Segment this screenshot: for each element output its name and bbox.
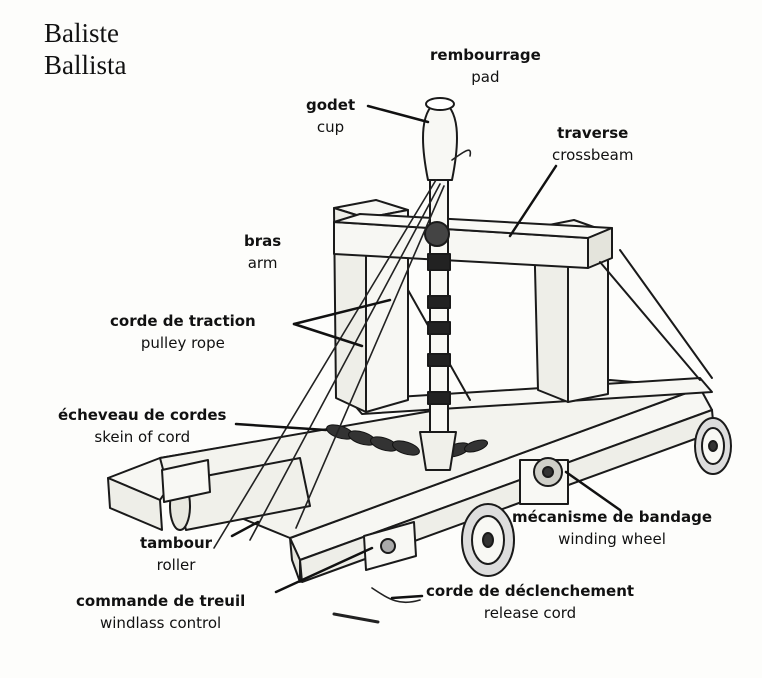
release-cord-line [332,587,421,624]
label-winding-wheel-fr: mécanisme de bandage [512,508,713,526]
label-pulley-rope-en: pulley rope [140,334,225,352]
label-windlass: commande de treuil windlass control [76,592,245,632]
title-french: Baliste [44,18,119,48]
label-release-cord: corde de déclenchement release cord [426,582,634,622]
label-crossbeam: traverse crossbeam [552,124,633,164]
pulley-ropes [213,149,472,549]
label-pad-en: pad [471,68,500,86]
label-winding-wheel-en: winding wheel [558,530,666,548]
label-skein: écheveau de cordes skein of cord [58,406,226,446]
label-windlass-en: windlass control [100,614,222,632]
label-windlass-fr: commande de treuil [76,592,246,610]
winding-mechanism [519,457,569,505]
label-roller-fr: tambour [140,534,213,552]
label-pulley-rope: corde de traction pulley rope [110,312,256,352]
windlass-plate [363,521,417,571]
label-cup-fr: godet [306,96,356,114]
label-cup: godet cup [306,96,355,136]
label-arm-fr: bras [244,232,282,250]
label-pad: rembourrage pad [430,46,541,86]
rear-wheel [694,417,732,475]
label-release-cord-en: release cord [483,604,577,622]
label-roller-en: roller [156,556,196,574]
label-arm: bras arm [244,232,281,272]
label-crossbeam-en: crossbeam [552,146,634,164]
label-crossbeam-fr: traverse [557,124,629,142]
label-skein-en: skein of cord [94,428,191,446]
label-cup-en: cup [316,118,345,136]
label-skein-fr: écheveau de cordes [58,406,227,424]
label-release-cord-fr: corde de déclenchement [426,582,635,600]
label-roller: tambour roller [140,534,212,574]
cup-pad [422,97,458,181]
label-arm-en: arm [247,254,278,272]
label-pulley-rope-fr: corde de traction [110,312,256,330]
title-english: Ballista [44,50,127,80]
crossbeam-shape [333,213,613,269]
front-wheel [461,503,515,577]
label-winding-wheel: mécanisme de bandage winding wheel [512,508,712,548]
leader-lines [230,104,622,600]
label-pad-fr: rembourrage [430,46,541,64]
